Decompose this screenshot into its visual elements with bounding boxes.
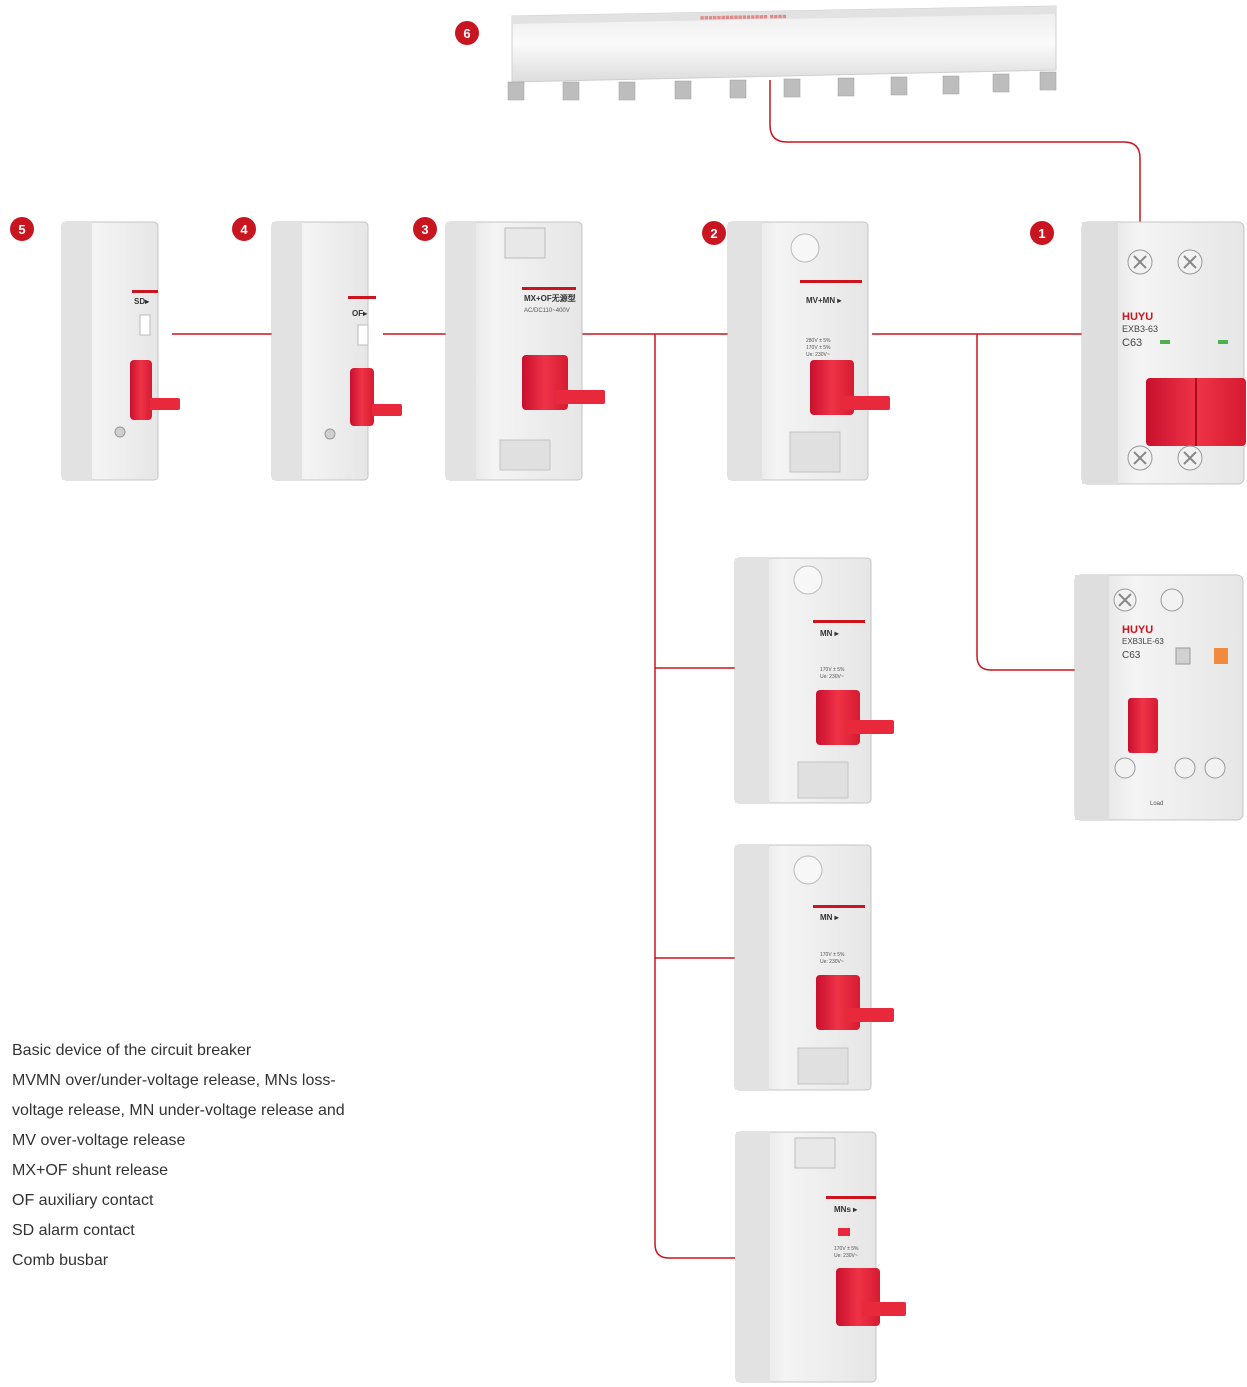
legend-item-2: MVMN over/under-voltage release, MNs los… [12,1072,336,1089]
legend-item-2-cont: voltage release, MN under-voltage releas… [12,1102,345,1119]
mn-release-1: MN ▸ 170V ± 5% Ue: 230V~ [734,557,894,804]
mvmn-spec1: 280V ± 5% [806,338,831,344]
badge-4: 4 [232,217,256,241]
mvmn-release: MV+MN ▸ 280V ± 5% 170V ± 5% Ue: 230V~ [727,221,890,481]
branch-trunk [654,334,735,1259]
legend-item-2-cont2: MV over-voltage release [12,1132,186,1149]
badge-3: 3 [413,217,437,241]
badge-1: 1 [1030,221,1054,245]
legend-item-3: MX+OF shunt release [12,1162,169,1179]
rcbo-device: HUYU EXB3LE-63 C63 Load [1074,574,1244,821]
legend: Basic device of the circuit breaker MVMN… [12,1036,412,1276]
sd-label: SD▸ [134,297,150,306]
mcb-model: EXB3-63 [1122,324,1158,334]
mns-release: MNs ▸ 170V ± 5% Ue: 230V~ [735,1131,906,1383]
rcbo-brand: HUYU [1122,624,1153,636]
of-auxiliary-contact: OF▸ [271,221,402,481]
rcbo-model: EXB3LE-63 [1122,637,1164,646]
comb-busbar: ■■■■■■■■■■■■■■■■ ■■■■ [507,5,1057,101]
mn2-spec1: 170V ± 5% [820,952,845,958]
mvmn-spec3: Ue: 230V~ [806,352,830,358]
rcbo-link [976,334,1075,671]
connector-lines [172,80,1141,1259]
of-label: OF▸ [352,309,368,318]
mcb-rating: C63 [1122,337,1142,349]
mn2-label: MN ▸ [820,913,840,922]
mcb-basic-device: HUYU EXB3-63 C63 [1081,221,1246,485]
sd-alarm-contact: SD▸ [61,221,180,481]
badge-6: 6 [455,21,479,45]
badge-2: 2 [702,221,726,245]
mvmn-label: MV+MN ▸ [806,296,842,305]
mn1-spec2: Ue: 230V~ [820,674,844,680]
legend-item-4: OF auxiliary contact [12,1192,154,1209]
rcbo-load: Load [1150,801,1163,807]
mn1-label: MN ▸ [820,629,840,638]
mns-label: MNs ▸ [834,1205,858,1214]
mvmn-spec2: 170V ± 5% [806,345,831,351]
mx-sub: AC/DC110~400V [524,308,570,314]
mn1-spec1: 170V ± 5% [820,667,845,673]
mns-spec1: 170V ± 5% [834,1246,859,1252]
mn2-spec2: Ue: 230V~ [820,959,844,965]
legend-item-5: SD alarm contact [12,1222,135,1239]
mcb-brand: HUYU [1122,311,1153,323]
legend-item-6: Comb busbar [12,1252,109,1269]
mx-label: MX+OF无源型 [524,293,576,303]
mx-of-shunt-release: MX+OF无源型 AC/DC110~400V [445,221,605,481]
mn-release-2: MN ▸ 170V ± 5% Ue: 230V~ [734,844,894,1091]
badge-5: 5 [10,217,34,241]
rcbo-rating: C63 [1122,650,1141,661]
busbar-link [769,80,1141,222]
mns-spec2: Ue: 230V~ [834,1253,858,1259]
svg-text:■■■■■■■■■■■■■■■■ ■■■■: ■■■■■■■■■■■■■■■■ ■■■■ [700,13,787,22]
legend-item-1: Basic device of the circuit breaker [12,1042,252,1059]
